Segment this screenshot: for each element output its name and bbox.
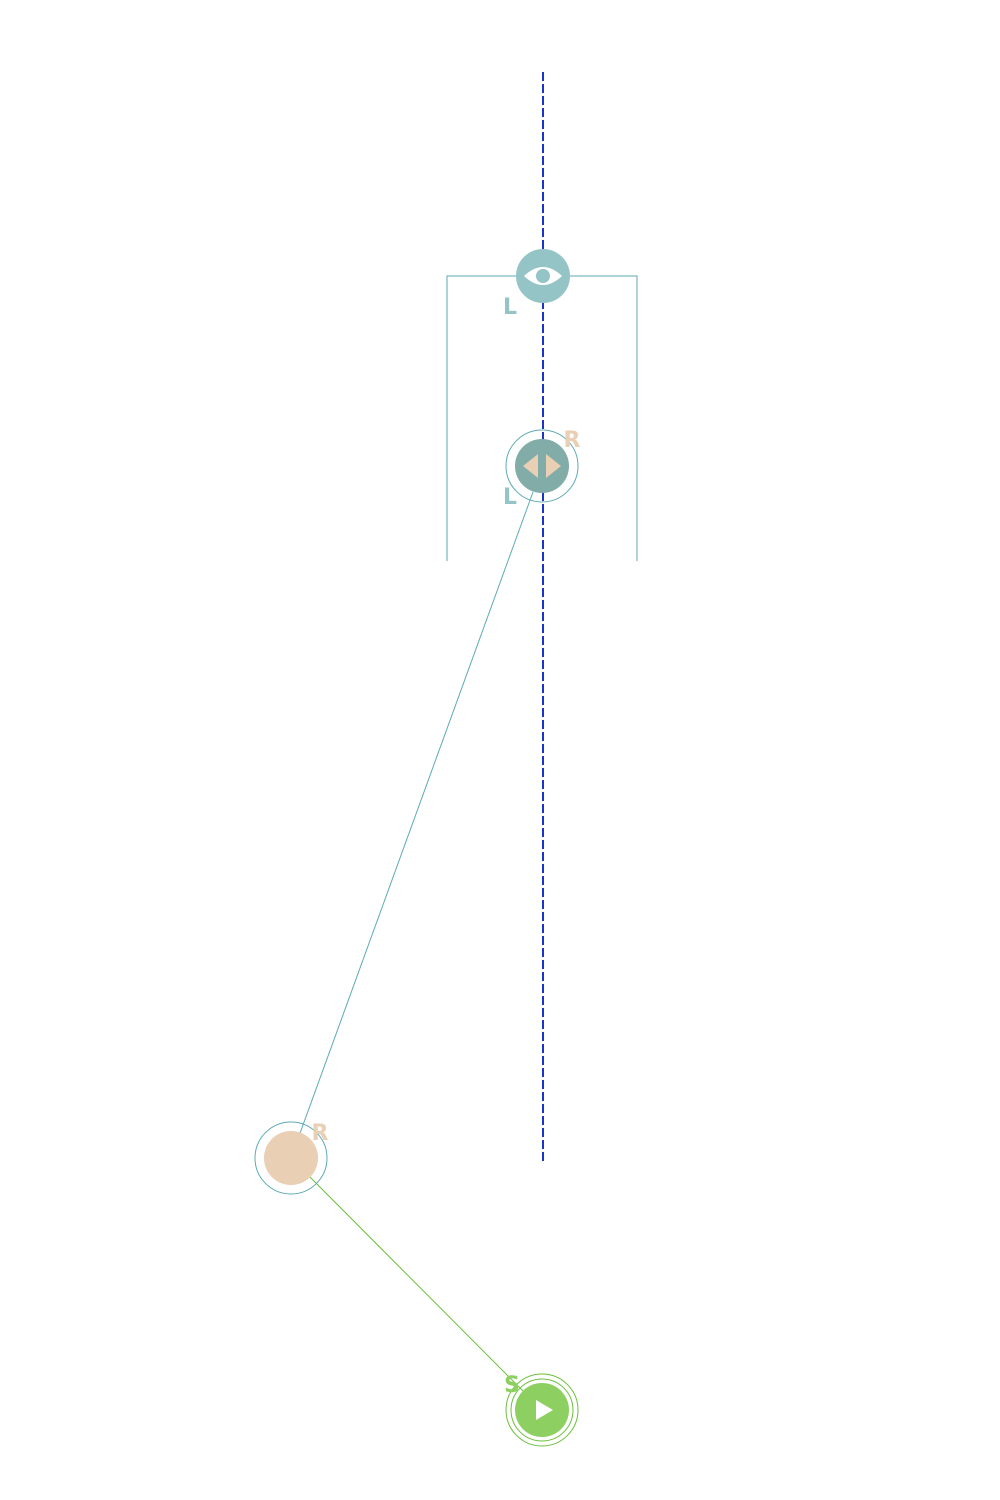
connector-combined-to-peach [290,491,534,1159]
combined-node-label-right: R [564,428,581,453]
peach-node-label: R [312,1121,329,1146]
start-node-label: S [504,1373,520,1398]
combined-node[interactable]: L R [503,428,581,510]
connector-peach-to-start [290,1157,531,1399]
eye-node[interactable]: L [503,249,570,320]
eye-icon [524,267,562,285]
peach-node[interactable]: R [254,1121,329,1195]
combined-node-label-left: L [503,485,517,510]
play-icon [536,1400,553,1420]
eye-node-label: L [503,295,517,320]
start-node[interactable]: S [504,1373,579,1447]
left-right-arrows-icon [523,454,561,478]
